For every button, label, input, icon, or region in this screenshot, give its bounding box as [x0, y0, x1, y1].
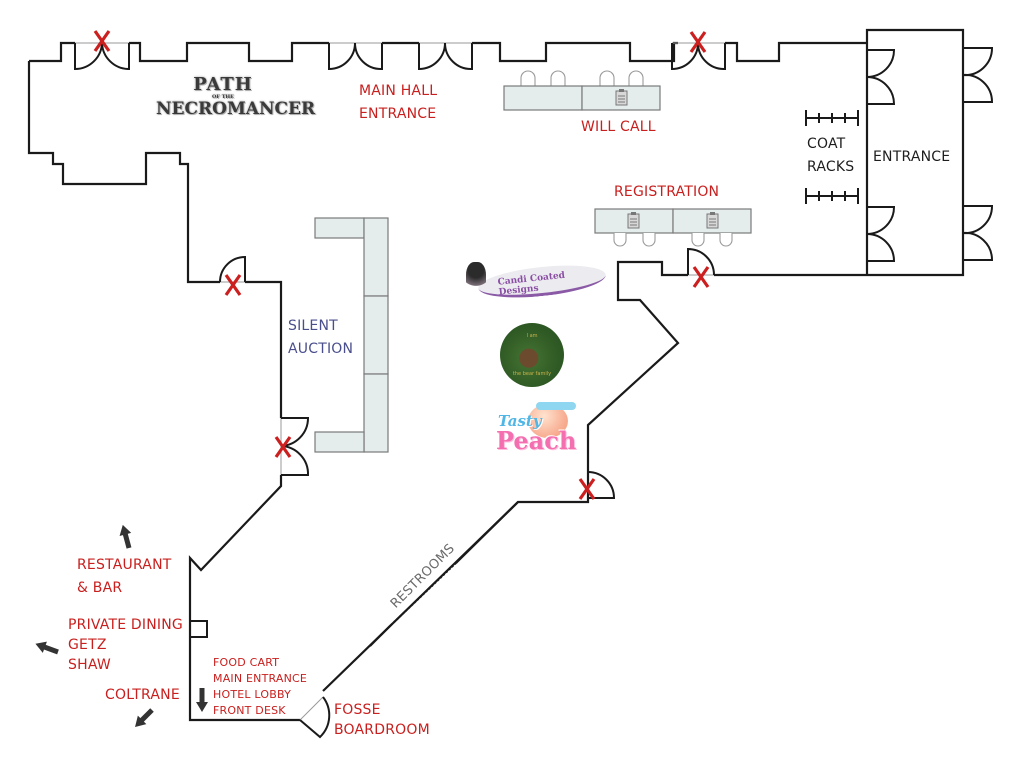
label-line: BOARDROOM	[334, 722, 430, 738]
pillar	[189, 620, 208, 638]
label-line: SILENT	[288, 318, 338, 334]
arrow-left-icon	[35, 641, 59, 655]
entrance-inner-door-bottom[interactable]	[866, 206, 896, 262]
label-restaurant-bar: RESTAURANT & BAR	[77, 554, 172, 600]
double-door-top-1[interactable]	[74, 42, 130, 71]
wall-segment	[369, 624, 392, 647]
label-line: AUCTION	[288, 341, 354, 357]
label-line: MAIN HALL	[359, 83, 438, 99]
closed-door-marker	[224, 274, 242, 296]
clipboard-icon	[627, 212, 640, 229]
logo-text: the bear family	[512, 371, 552, 377]
label-line: COAT	[807, 136, 846, 152]
clipboard-icon	[706, 212, 719, 229]
door-fosse-boardroom[interactable]	[299, 696, 331, 739]
path-of-the-necromancer-logo: PATH OF THE NECROMANCER	[156, 74, 316, 119]
label-line: SHAW	[68, 657, 111, 673]
double-door-main-hall-2[interactable]	[418, 42, 473, 71]
logo-text: Peach	[496, 426, 577, 455]
bow-icon	[536, 402, 576, 410]
double-door-top-2[interactable]	[671, 42, 726, 71]
label-line: FOSSE	[334, 702, 381, 718]
label-line: RESTAURANT	[77, 557, 172, 573]
label-line: ENTRANCE	[359, 106, 437, 122]
label-coltrane: COLTRANE	[105, 687, 180, 703]
label-line: GETZ	[68, 637, 107, 653]
entrance-outer-door-bottom[interactable]	[962, 205, 994, 261]
label-line: MAIN ENTRANCE	[213, 672, 308, 685]
logo-figure	[466, 262, 486, 294]
label-line: RACKS	[807, 159, 855, 175]
label-silent-auction: SILENT AUCTION	[288, 315, 353, 361]
label-line: PRIVATE DINING	[68, 617, 183, 633]
arrow-down-icon	[196, 688, 208, 712]
label-fosse-boardroom: FOSSE BOARDROOM	[334, 700, 430, 740]
logo-line: PATH	[193, 74, 253, 95]
closed-door-marker	[274, 436, 292, 458]
candi-coated-designs-logo[interactable]: Candi Coated Designs	[462, 260, 608, 303]
closed-door-marker	[93, 30, 111, 52]
door-registration[interactable]	[687, 247, 715, 276]
arrow-down-left-icon	[135, 708, 154, 727]
arrow-up-icon	[119, 524, 132, 549]
double-door-main-hall-1[interactable]	[328, 42, 383, 71]
registration-table	[594, 208, 752, 247]
label-lobby-info: FOOD CART MAIN ENTRANCE HOTEL LOBBY FRON…	[213, 655, 307, 719]
clipboard-icon	[615, 89, 628, 106]
logo-text: I am	[526, 333, 538, 339]
restroom-opening	[390, 562, 457, 626]
door-silent-auction-top[interactable]	[219, 255, 246, 283]
entrance-outer-door-top[interactable]	[962, 47, 994, 103]
label-line: HOTEL LOBBY	[213, 688, 292, 701]
will-call-table	[503, 70, 661, 111]
entrance-inner-door-top[interactable]	[866, 49, 896, 105]
logo-text: Tasty	[498, 412, 542, 430]
label-main-hall-entrance: MAIN HALL ENTRANCE	[359, 80, 437, 126]
label-registration: REGISTRATION	[614, 184, 720, 200]
coat-rack-top	[805, 110, 859, 126]
bear-family-badge-logo[interactable]: I am the bear family	[500, 323, 564, 387]
label-line: & BAR	[77, 580, 123, 596]
label-private-dining: PRIVATE DINING GETZ SHAW	[68, 615, 183, 675]
logo-line: OF THE	[212, 94, 234, 100]
tasty-peach-logo[interactable]: Tasty Peach	[488, 402, 584, 462]
closed-door-marker	[578, 478, 596, 500]
closed-door-marker	[692, 266, 710, 288]
label-will-call: WILL CALL	[581, 119, 656, 135]
label-entrance: ENTRANCE	[873, 149, 951, 165]
wall-outline	[27, 28, 965, 722]
wall-segment	[455, 501, 519, 564]
label-line: FOOD CART	[213, 656, 280, 669]
label-line: FRONT DESK	[213, 704, 286, 717]
closed-door-marker	[689, 31, 707, 53]
silent-auction-tables	[314, 217, 389, 453]
logo-line: NECROMANCER	[156, 99, 316, 119]
label-coat-racks: COAT RACKS	[807, 133, 854, 179]
coat-rack-bottom	[805, 188, 859, 204]
